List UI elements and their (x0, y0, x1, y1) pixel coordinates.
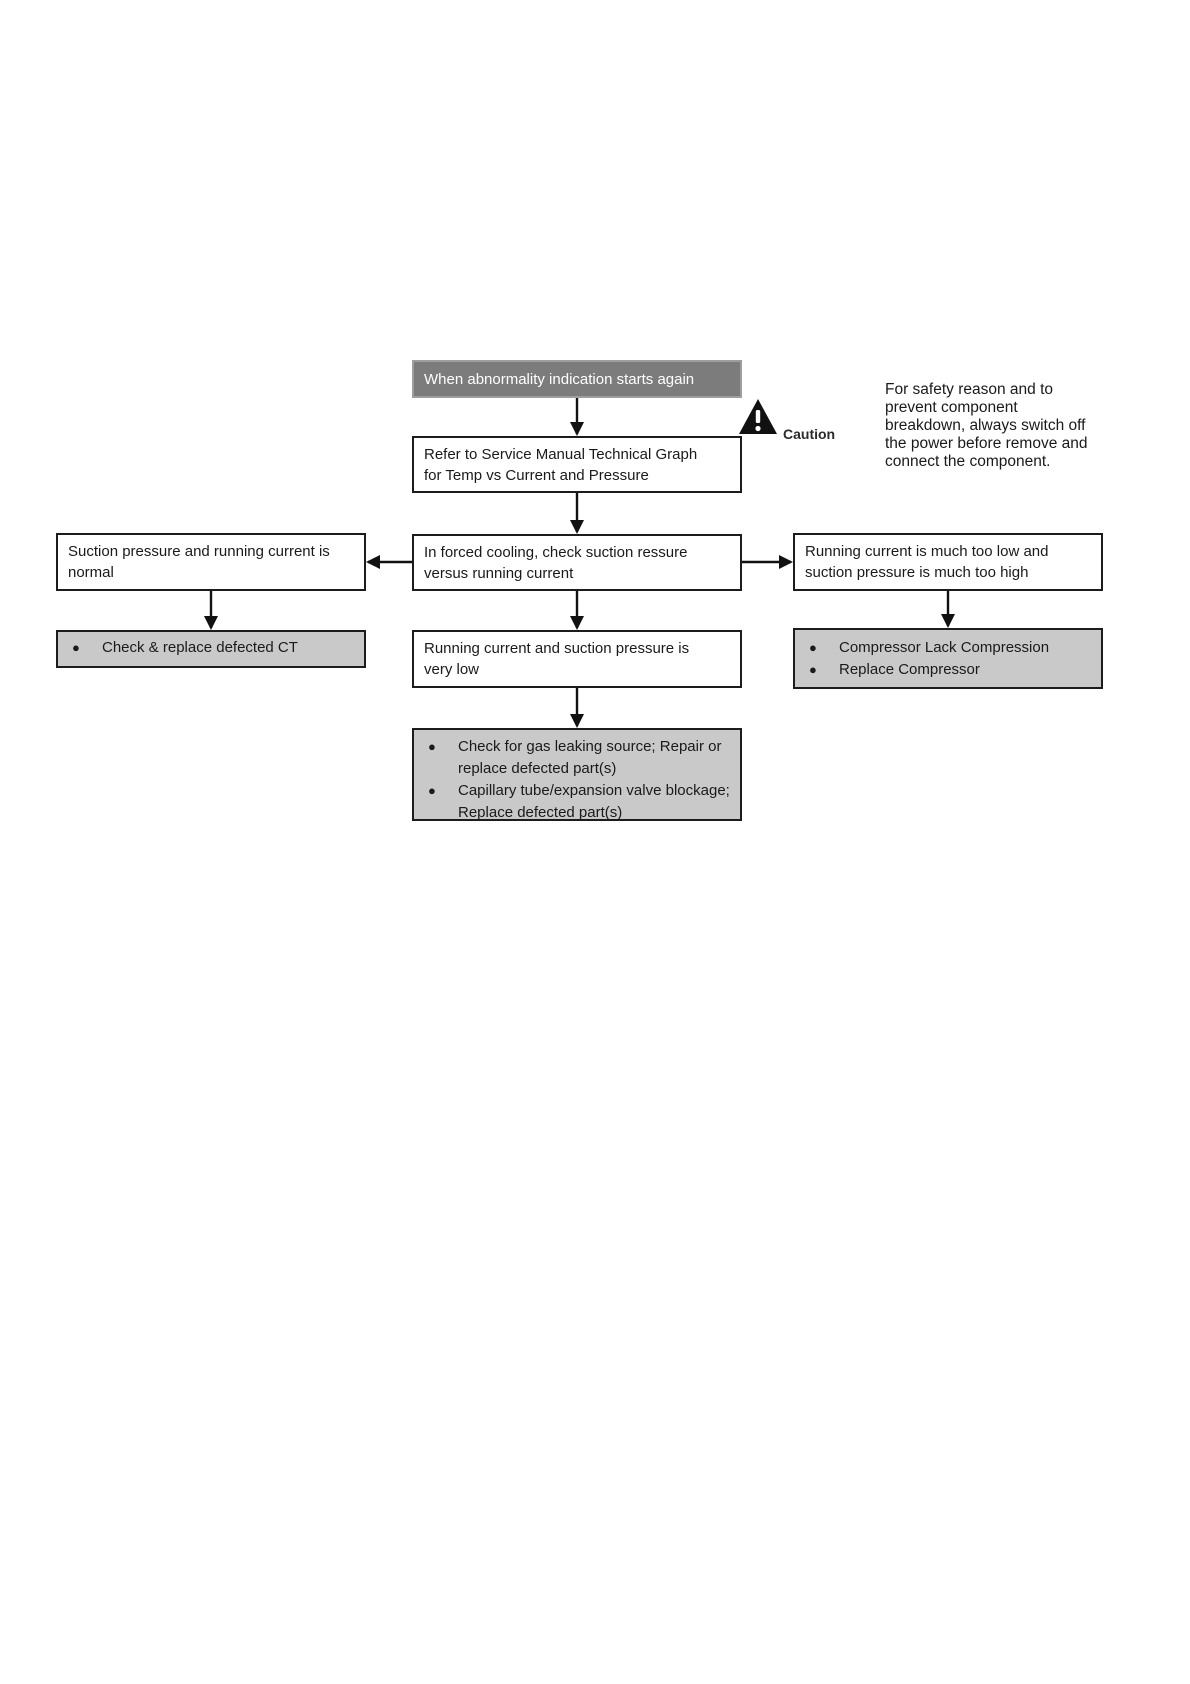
list-item: ● Check & replace defected CT (72, 637, 358, 659)
warning-triangle-icon (739, 399, 777, 434)
start-box: When abnormality indication starts again (412, 360, 742, 398)
bullet-icon: ● (809, 640, 817, 655)
bullet-icon: ● (72, 640, 80, 655)
list-item: ● Capillary tube/expansion valve blockag… (428, 780, 734, 824)
left-action-box: ● Check & replace defected CT (56, 630, 366, 668)
caution-label: Caution (783, 426, 836, 442)
list-item: ● Compressor Lack Compression (809, 637, 1095, 659)
bullet-icon: ● (809, 662, 817, 677)
right-action-box: ● Compressor Lack Compression ● Replace … (793, 628, 1103, 689)
list-item: ● Check for gas leaking source; Repair o… (428, 736, 734, 780)
bullet-icon: ● (428, 739, 436, 754)
action-text: Replace Compressor (839, 661, 980, 678)
list-item: ● Replace Compressor (809, 659, 1095, 681)
center-action-box: ● Check for gas leaking source; Repair o… (412, 728, 742, 821)
flow-arrows (204, 398, 955, 728)
forced-cooling-check-label: In forced cooling, check suction ressure… (424, 543, 688, 582)
forced-cooling-check-box: In forced cooling, check suction ressure… (412, 534, 742, 591)
action-text: Capillary tube/expansion valve blockage;… (458, 782, 730, 821)
action-text: Check & replace defected CT (102, 639, 298, 656)
bullet-icon: ● (428, 783, 436, 798)
start-box-label: When abnormality indication starts again (424, 370, 695, 388)
action-text: Compressor Lack Compression (839, 639, 1050, 656)
action-text: Check for gas leaking source; Repair or … (458, 738, 722, 777)
